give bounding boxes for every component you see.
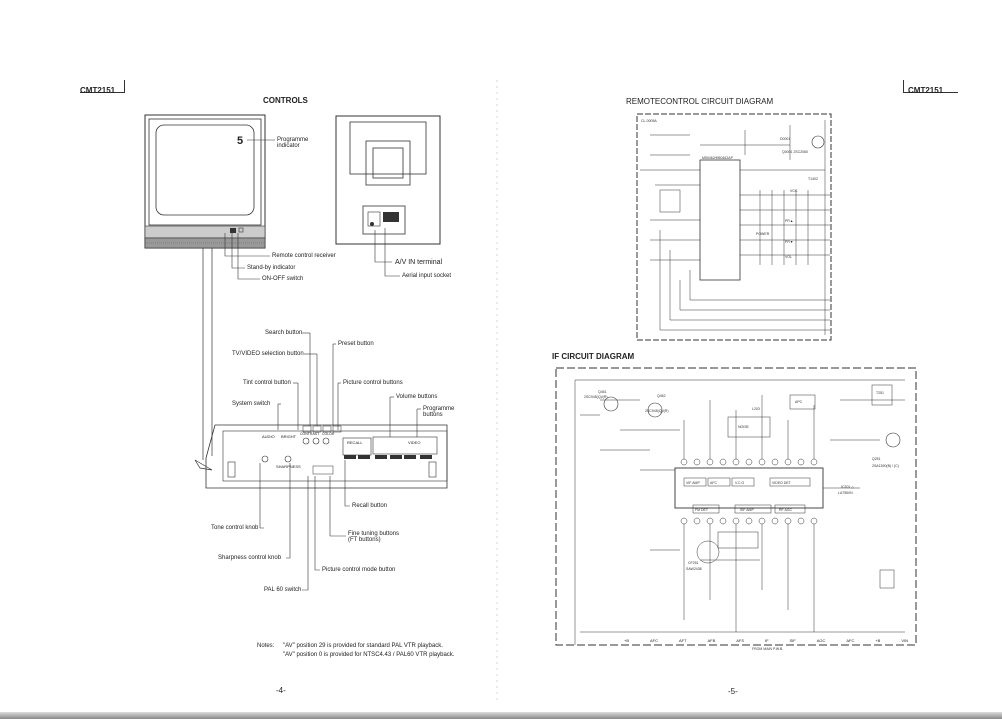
svg-text:FM DET: FM DET bbox=[695, 508, 709, 512]
on-off-switch-label: ON-OFF switch bbox=[262, 276, 304, 282]
svg-text:CF251: CF251 bbox=[688, 561, 699, 565]
svg-text:VIDEO DET: VIDEO DET bbox=[772, 481, 792, 485]
model-label-right: CMT2151 bbox=[908, 86, 944, 95]
fine-tuning-label: Fine tuning buttons (FT buttons) bbox=[348, 531, 400, 543]
svg-text:RF AGC: RF AGC bbox=[779, 508, 793, 512]
model-tag-right: CMT2151 bbox=[903, 80, 958, 95]
volume-buttons-label: Volume buttons bbox=[396, 394, 438, 400]
pin-label: +B bbox=[875, 638, 881, 643]
av-in-terminal-label: A/V IN terminal bbox=[395, 259, 443, 266]
svg-text:VIF AMP: VIF AMP bbox=[686, 481, 700, 485]
svg-text:Q0001 2SC2060: Q0001 2SC2060 bbox=[782, 150, 808, 154]
svg-text:T1402: T1402 bbox=[808, 177, 818, 181]
svg-text:VCC: VCC bbox=[790, 189, 798, 193]
search-button-label: Search button bbox=[265, 330, 303, 336]
svg-text:2SC945(Q)/(R): 2SC945(Q)/(R) bbox=[645, 409, 669, 413]
panel-video-label: VIDEO bbox=[408, 440, 421, 445]
system-switch-label: System switch bbox=[232, 401, 271, 407]
programme-buttons-label: Programme buttons bbox=[423, 406, 455, 418]
panel-recall-label: RECALL bbox=[347, 440, 363, 445]
sharpness-knob-label: Sharpness control knob bbox=[218, 555, 282, 561]
svg-text:POWER: POWER bbox=[756, 232, 770, 236]
programme-indicator-label: Programme indicator bbox=[277, 137, 309, 149]
page-number-right: -5- bbox=[728, 687, 738, 696]
page-number-left: -4- bbox=[276, 686, 286, 695]
remote-circuit-title: REMOTECONTROL CIRCUIT DIAGRAM bbox=[626, 97, 774, 106]
svg-text:IC201 △: IC201 △ bbox=[841, 485, 855, 489]
svg-text:Q451: Q451 bbox=[598, 390, 607, 394]
notes-label: Notes: bbox=[257, 643, 275, 649]
programme-number: 5 bbox=[237, 135, 244, 147]
panel-contrast-label: CONTRAST bbox=[300, 432, 320, 436]
remote-receiver-label: Remote control receiver bbox=[272, 253, 336, 259]
svg-text:M50462/M50462AP: M50462/M50462AP bbox=[702, 156, 734, 160]
model-tag-left: CMT2151 bbox=[80, 80, 125, 95]
svg-text:FROM MAIN P.W.B.: FROM MAIN P.W.B. bbox=[752, 647, 783, 651]
panel-sharpness-label: SHARPNESS bbox=[276, 464, 301, 469]
scan-edge bbox=[0, 712, 1002, 719]
svg-text:SIF AMP: SIF AMP bbox=[740, 508, 754, 512]
note-2: "AV" position 0 is provided for NTSC4.43… bbox=[283, 652, 455, 658]
pin-label: AFB bbox=[707, 638, 716, 643]
panel-color-label: COLOR bbox=[322, 432, 335, 436]
pal60-switch-label: PAL 60 switch bbox=[264, 587, 302, 593]
svg-text:SAW2438: SAW2438 bbox=[686, 567, 702, 571]
tv-video-selection-label: TV/VIDEO selection button bbox=[232, 351, 304, 357]
svg-text:APC: APC bbox=[795, 400, 803, 404]
svg-text:V.C.O: V.C.O bbox=[735, 481, 744, 485]
svg-text:NOISE: NOISE bbox=[738, 425, 750, 429]
tint-control-label: Tint control button bbox=[243, 380, 291, 386]
panel-audio-label: AUDIO bbox=[262, 434, 275, 439]
svg-text:Q452: Q452 bbox=[657, 394, 666, 398]
model-label: CMT2151 bbox=[80, 86, 116, 95]
recall-button-label: Recall button bbox=[352, 503, 388, 509]
aerial-socket-label: Aerial input socket bbox=[402, 273, 452, 279]
svg-text:D0001: D0001 bbox=[780, 137, 790, 141]
pin-label: AFS bbox=[736, 638, 745, 643]
picture-mode-label: Picture control mode button bbox=[322, 567, 396, 573]
preset-button-label: Preset button bbox=[338, 341, 374, 347]
svg-text:T251: T251 bbox=[876, 391, 884, 395]
svg-text:AFC: AFC bbox=[710, 481, 717, 485]
pin-label: +B bbox=[624, 638, 630, 643]
controls-title: CONTROLS bbox=[263, 96, 308, 105]
note-1: "AV" position 29 is provided for standar… bbox=[283, 643, 443, 649]
svg-text:PR▼: PR▼ bbox=[785, 240, 793, 244]
svg-text:Q251: Q251 bbox=[872, 457, 881, 461]
svg-text:CL-0005A: CL-0005A bbox=[641, 119, 657, 123]
svg-text:VOL: VOL bbox=[785, 255, 792, 259]
svg-text:PR▲: PR▲ bbox=[785, 219, 793, 223]
svg-text:L203: L203 bbox=[752, 407, 760, 411]
pin-label: AGC bbox=[816, 638, 826, 643]
if-circuit-title: IF CIRCUIT DIAGRAM bbox=[552, 352, 635, 361]
tone-knob-label: Tone control knob bbox=[211, 525, 259, 531]
pin-label: AFT bbox=[678, 638, 687, 643]
pin-label: AFC bbox=[846, 638, 855, 643]
if-pin-row: +B AFC AFT AFB AFS IF SIF AGC AFC +B VIN bbox=[624, 638, 908, 643]
svg-text:LA7550N: LA7550N bbox=[838, 491, 853, 495]
standby-indicator-label: Stand-by indicator bbox=[247, 265, 296, 271]
pin-label: VIN bbox=[901, 638, 908, 643]
pin-label: IF bbox=[764, 638, 769, 643]
pin-label: SIF bbox=[789, 638, 796, 643]
svg-text:2SC945(Q)/(R): 2SC945(Q)/(R) bbox=[584, 395, 608, 399]
picture-control-buttons-label: Picture control buttons bbox=[343, 380, 403, 386]
pin-label: AFC bbox=[649, 638, 658, 643]
svg-text:2SA1390(B) / (C): 2SA1390(B) / (C) bbox=[872, 464, 899, 468]
panel-bright-label: BRIGHT bbox=[281, 434, 297, 439]
